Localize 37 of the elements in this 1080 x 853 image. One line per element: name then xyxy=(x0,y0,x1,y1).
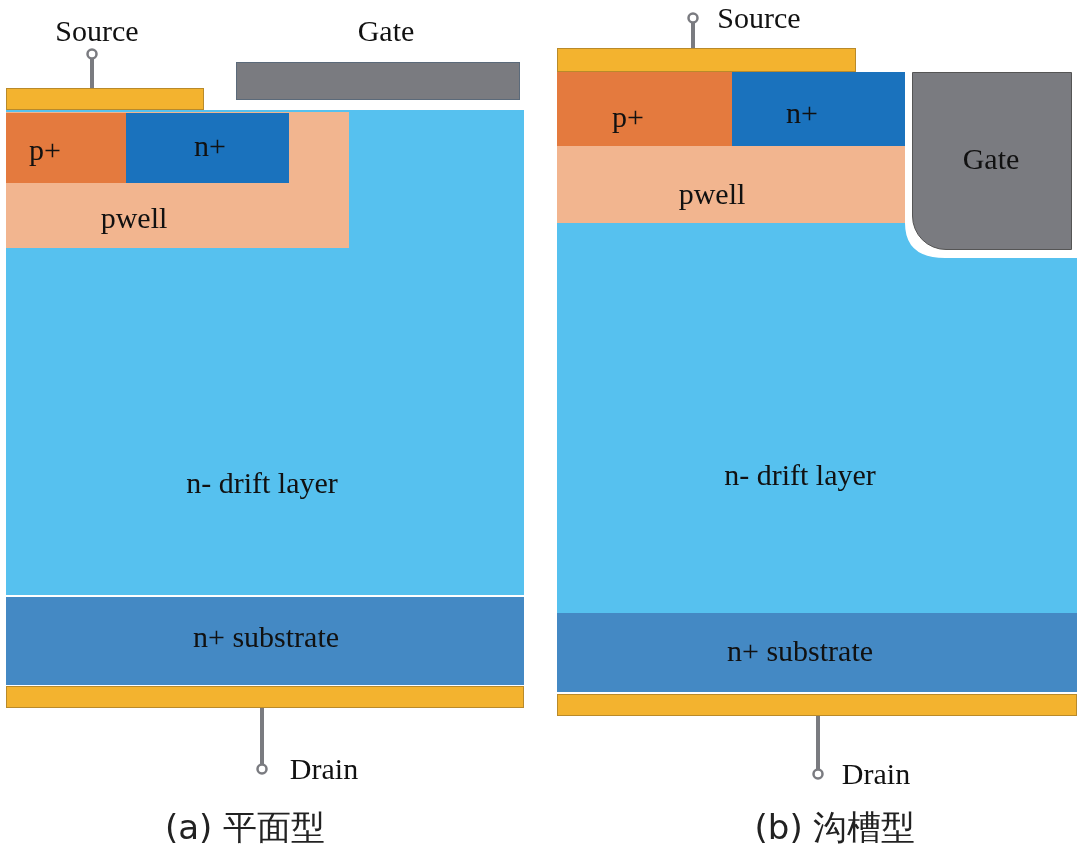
terminal-label: Drain xyxy=(289,754,359,784)
region-label: n+ substrate xyxy=(192,622,340,652)
gate-label: Gate xyxy=(357,16,415,46)
terminal-label: Drain xyxy=(841,759,911,789)
pwell-region xyxy=(557,72,905,223)
figure-caption: (b) 沟槽型 xyxy=(754,809,916,847)
region-label: n- drift layer xyxy=(724,460,876,490)
region-label: n- drift layer xyxy=(186,468,338,498)
figure-caption: (a) 平面型 xyxy=(164,809,326,847)
p-plus-region xyxy=(6,113,126,183)
region-label: n+ xyxy=(786,98,818,128)
terminal-lead xyxy=(812,716,824,780)
drain-contact xyxy=(557,694,1077,716)
region-label: p+ xyxy=(29,135,61,165)
drift-layer xyxy=(557,72,1077,613)
terminal-lead xyxy=(687,12,699,48)
terminal-lead xyxy=(256,708,268,775)
terminal-label: Source xyxy=(717,3,801,33)
region-label: Gate xyxy=(962,144,1020,174)
region-label: pwell xyxy=(100,203,168,233)
n-plus-region xyxy=(126,113,289,183)
region-label: n+ xyxy=(194,131,226,161)
terminal-lead xyxy=(86,48,98,88)
terminal-label: Source xyxy=(55,16,139,46)
n-plus-region xyxy=(732,72,905,146)
region-label: p+ xyxy=(612,102,644,132)
drift-layer xyxy=(6,110,524,595)
drain-contact xyxy=(6,686,524,708)
region-label: n+ substrate xyxy=(726,636,874,666)
source-contact xyxy=(6,88,204,110)
substrate-layer xyxy=(6,597,524,685)
source-contact xyxy=(557,48,856,72)
pwell-region xyxy=(6,112,349,248)
region-label: pwell xyxy=(678,179,746,209)
substrate-layer xyxy=(557,613,1077,692)
p-plus-region xyxy=(557,72,732,146)
trench-gate xyxy=(912,72,1072,250)
